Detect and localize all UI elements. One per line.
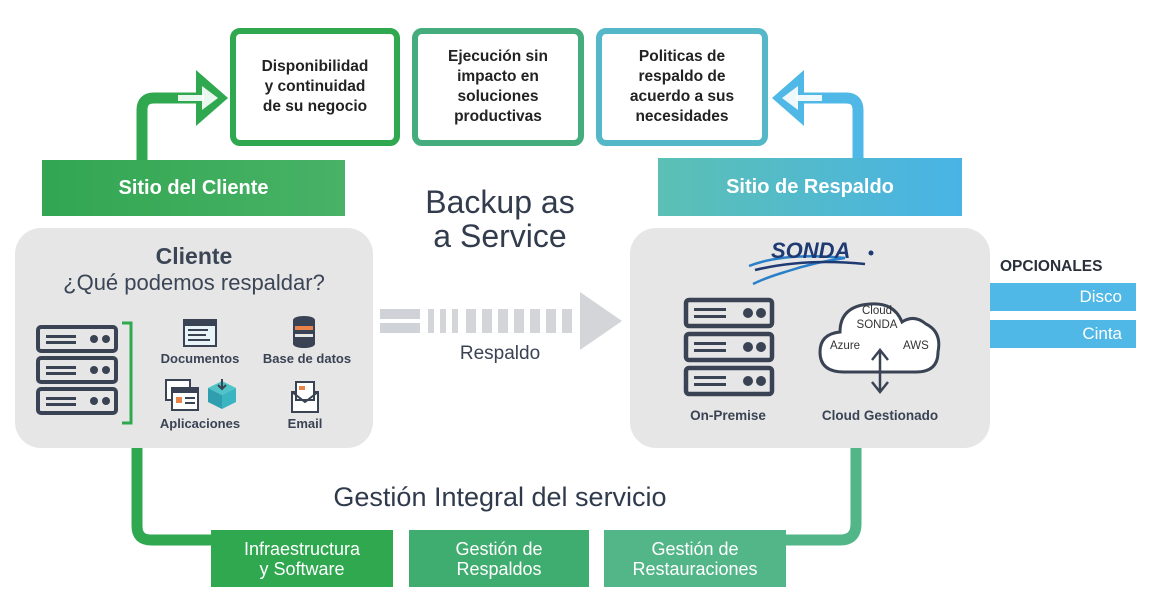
option-tape: Cinta xyxy=(990,320,1136,348)
applications-label: Aplicaciones xyxy=(159,416,241,431)
applications-icon xyxy=(165,379,199,411)
benefit-box-policies: Politicas de respaldo de acuerdo a sus n… xyxy=(596,28,768,146)
on-premise-label: On-Premise xyxy=(690,408,766,423)
sonda-logo: SONDA xyxy=(748,238,874,286)
cloud-title: Cloud xyxy=(861,305,893,317)
management-box-backups: Gestión de Respaldos xyxy=(409,530,589,587)
client-site-header: Sitio del Cliente xyxy=(42,160,345,216)
client-up-connector xyxy=(136,92,200,160)
azure-label: Azure xyxy=(830,340,861,352)
respaldo-arrow xyxy=(380,292,622,350)
respaldo-label: Respaldo xyxy=(459,343,541,364)
email-label: Email xyxy=(287,416,323,431)
cloud-managed-label: Cloud Gestionado xyxy=(821,408,939,423)
benefit-box-execution: Ejecución sin impacto en soluciones prod… xyxy=(412,28,584,146)
client-title: Cliente xyxy=(155,243,233,269)
email-icon xyxy=(291,381,319,413)
optionals-title: OPCIONALES xyxy=(1000,258,1103,275)
cloud-brand: SONDA xyxy=(856,319,898,331)
svg-text:SONDA: SONDA xyxy=(771,238,850,263)
box-icon xyxy=(208,379,236,409)
database-label: Base de datos xyxy=(262,351,352,366)
management-box-infrastructure: Infraestructura y Software xyxy=(211,530,393,587)
benefit-box-availability: Disponibilidad y continuidad de su negoc… xyxy=(230,28,400,146)
database-icon xyxy=(293,316,315,348)
management-loop-left xyxy=(131,448,211,546)
management-box-restores: Gestión de Restauraciones xyxy=(604,530,786,587)
on-premise-server-icon xyxy=(683,297,775,397)
backup-site-header: Sitio de Respaldo xyxy=(658,158,962,216)
baas-title: Backup as a Service xyxy=(425,184,575,254)
folder-document-icon xyxy=(183,319,217,347)
client-question: ¿Qué podemos respaldar? xyxy=(63,270,325,295)
option-disk: Disco xyxy=(990,283,1136,311)
server-rack-icon xyxy=(36,325,118,415)
aws-label: AWS xyxy=(903,340,929,352)
cloud-sonda-text: Cloud SONDA xyxy=(847,304,907,332)
documents-label: Documentos xyxy=(160,351,240,366)
management-loop-right xyxy=(786,448,862,546)
management-title: Gestión Integral del servicio xyxy=(333,482,667,512)
backup-up-connector xyxy=(800,92,864,158)
cloud-icon xyxy=(818,302,941,395)
bracket-icon xyxy=(122,321,133,425)
